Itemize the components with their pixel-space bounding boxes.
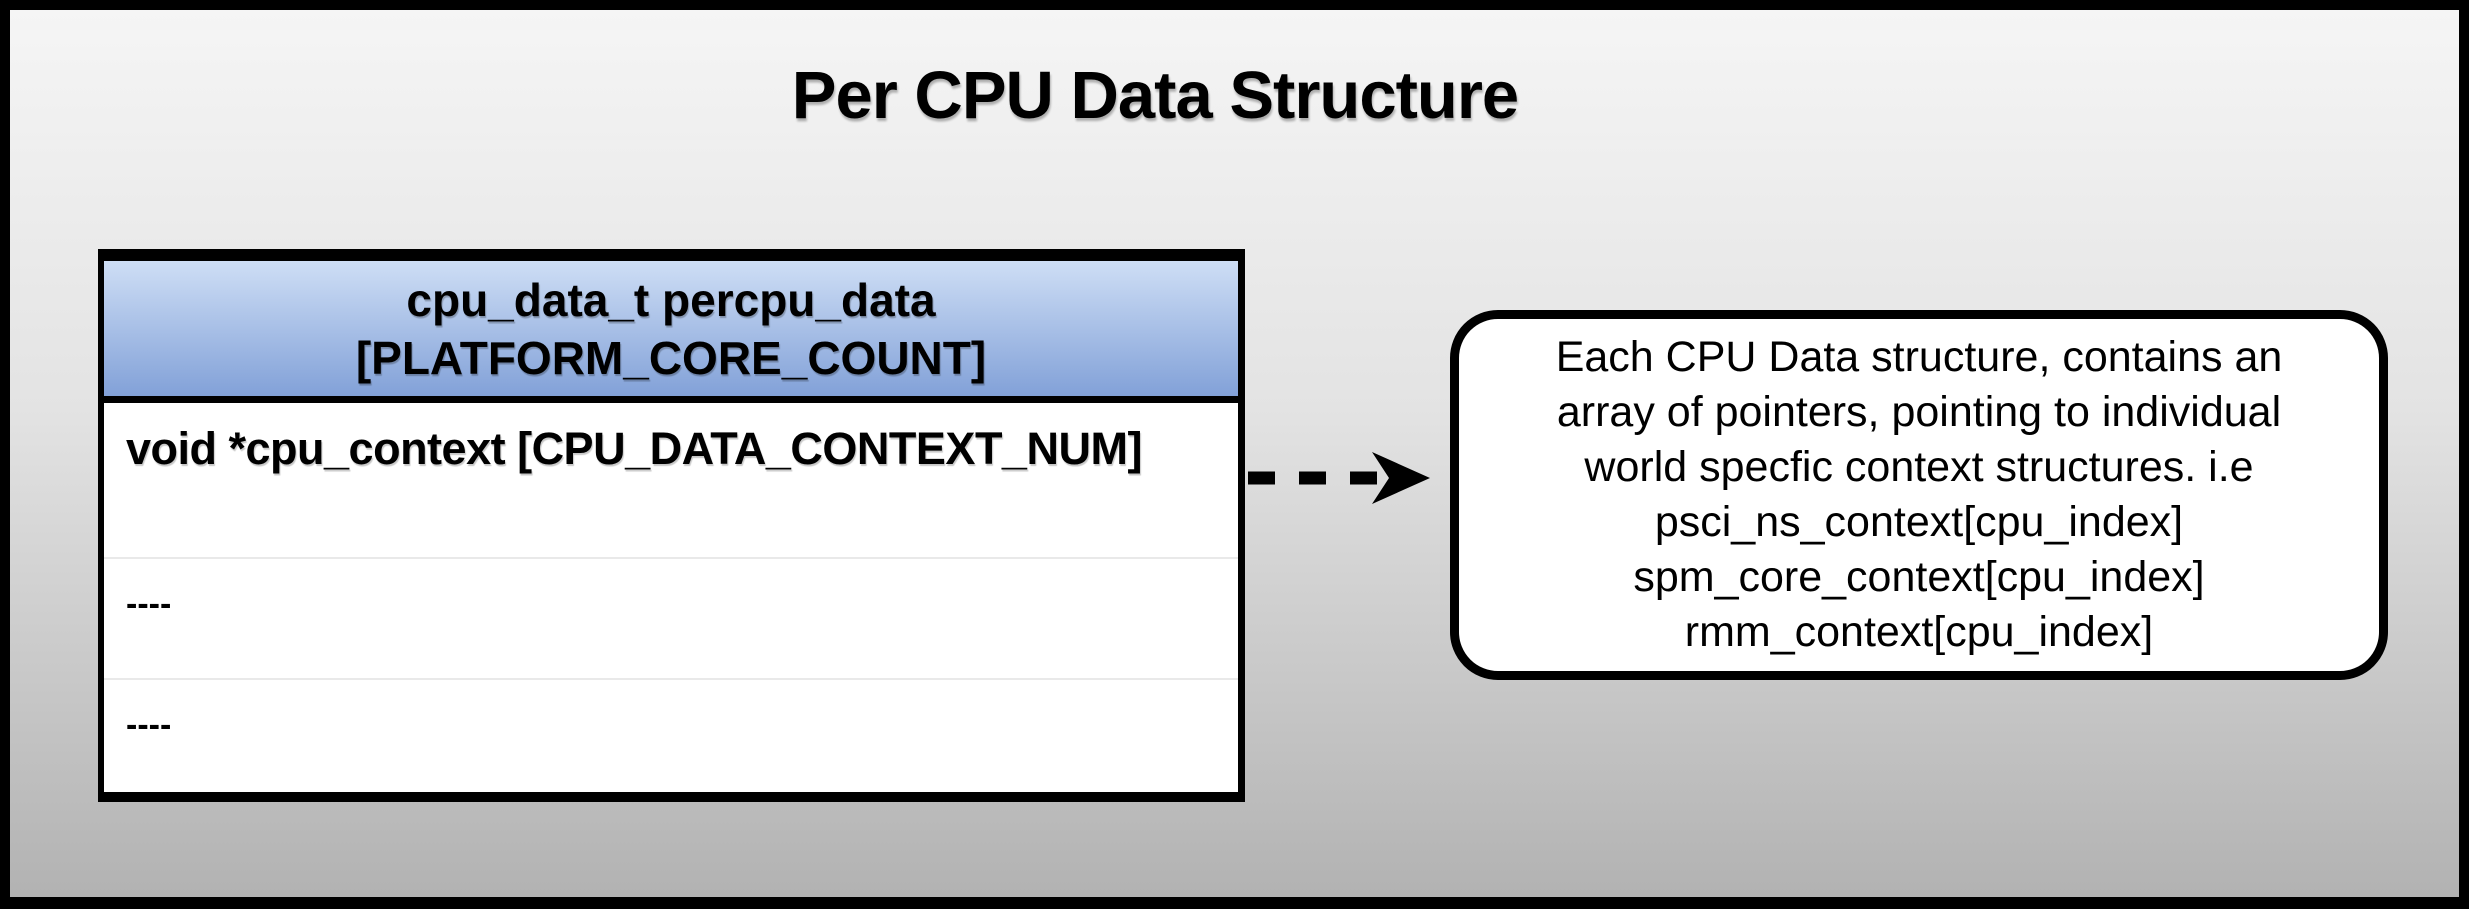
table-row: void *cpu_context [CPU_DATA_CONTEXT_NUM] [104,403,1238,557]
callout-line: psci_ns_context[cpu_index] [1654,498,2184,546]
callout-line: array of pointers, pointing to individua… [1556,388,2282,436]
dashed-arrow-icon [1248,452,1430,504]
callout-line: rmm_context[cpu_index] [1684,608,2154,656]
cpu-data-struct-table: cpu_data_t percpu_data [PLATFORM_CORE_CO… [98,249,1245,802]
table-row: ---- [104,557,1238,678]
table-header-line1: cpu_data_t percpu_data [406,273,936,326]
page-title: Per CPU Data Structure [791,58,1519,133]
table-row: ---- [104,678,1238,792]
callout-line: world specfic context structures. i.e [1584,443,2254,491]
callout-line: Each CPU Data structure, contains an [1555,333,2283,381]
table-header-cell: cpu_data_t percpu_data [PLATFORM_CORE_CO… [104,261,1238,403]
callout-line: spm_core_context[cpu_index] [1633,553,2205,601]
table-header-line2: [PLATFORM_CORE_COUNT] [355,331,987,384]
callout-box: Each CPU Data structure, contains an arr… [1450,310,2388,680]
